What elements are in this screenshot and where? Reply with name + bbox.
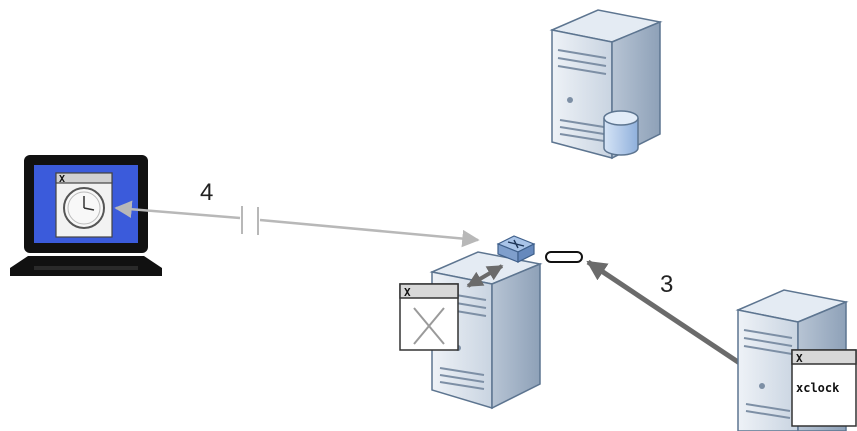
database-server [549,9,663,160]
laptop-client: X [10,155,162,276]
clock-icon [63,187,105,229]
database-icon [603,110,639,156]
local-link [466,264,504,288]
remote-server: X xclock [735,289,857,431]
xclock-window-title: X [796,352,803,365]
xclock-window: X xclock [791,349,857,427]
connection-4: 4 [114,179,480,248]
central-server: X [399,235,583,410]
router-icon [496,235,536,263]
x-window-icon: X [399,283,459,351]
x-window-title: X [404,286,411,299]
port-connector [545,251,583,263]
connection-4-label: 4 [200,179,213,206]
laptop-window-x-mark: X [59,174,65,185]
connection-3-label: 3 [660,271,673,298]
xclock-label: xclock [796,381,840,395]
laptop-x-window: X [55,172,113,238]
